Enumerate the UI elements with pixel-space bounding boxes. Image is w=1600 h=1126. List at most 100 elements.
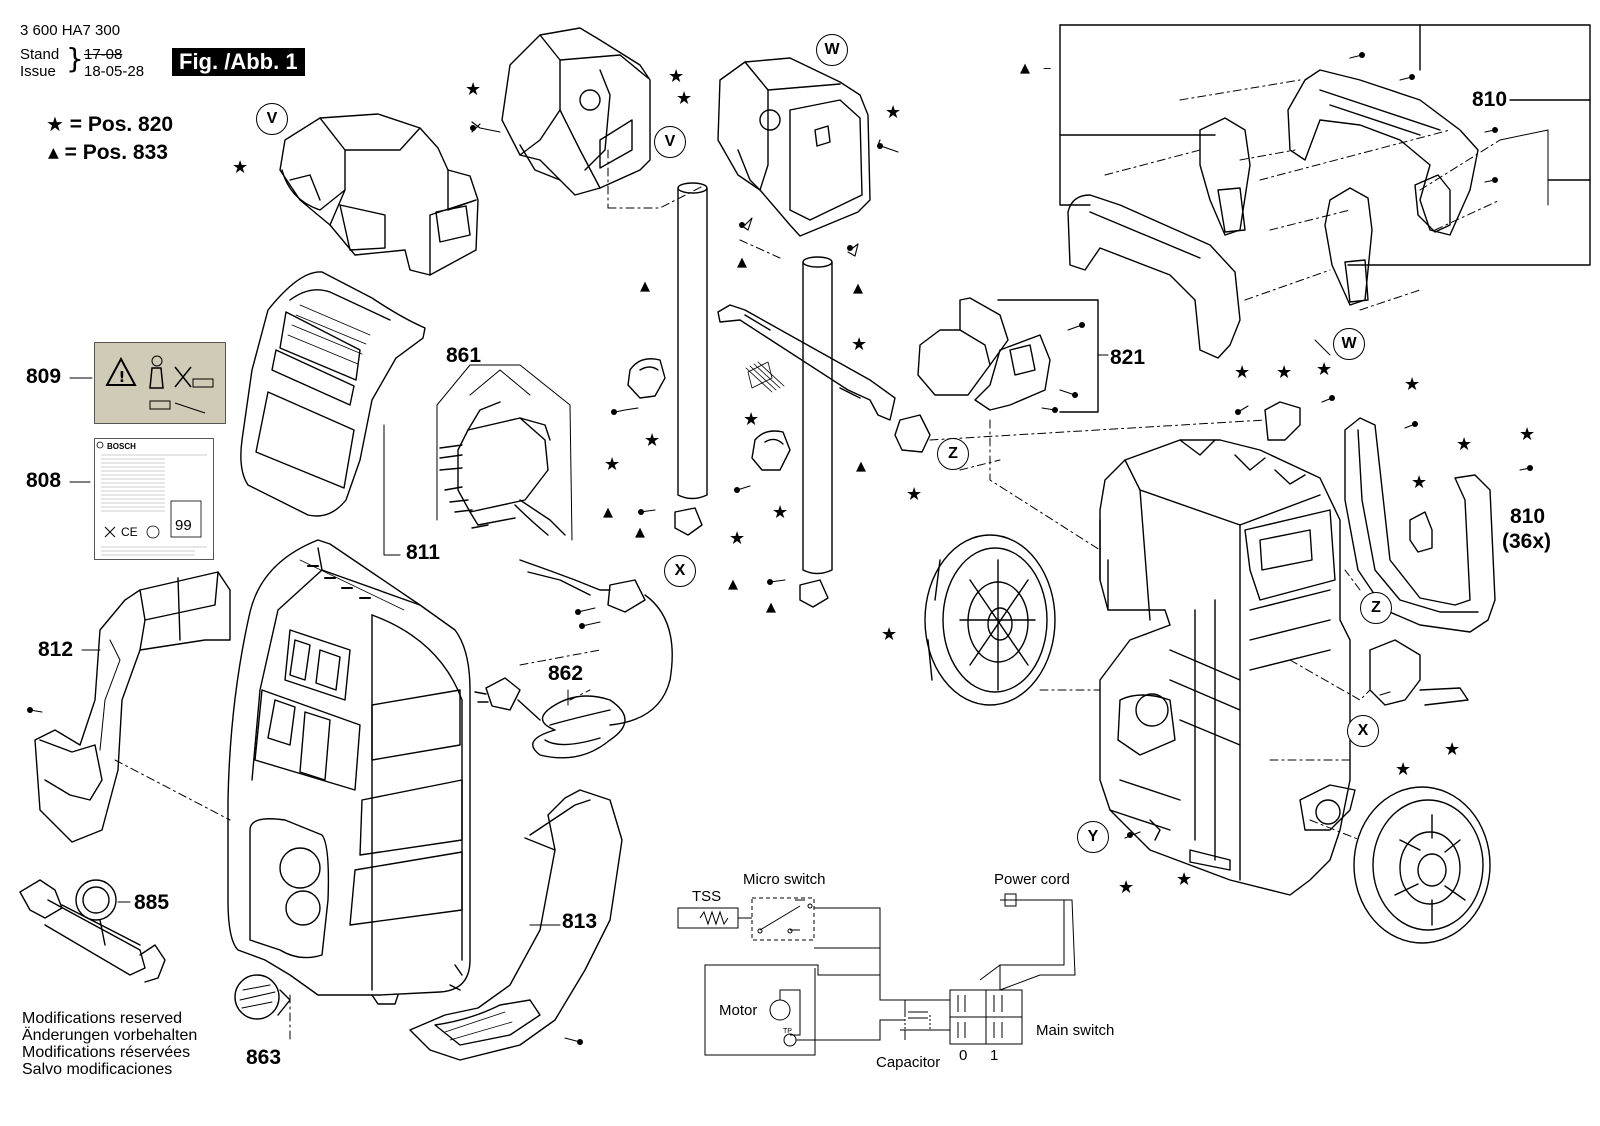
issue-label: Issue bbox=[20, 63, 56, 80]
svg-text:▲: ▲ bbox=[766, 600, 776, 615]
callout-y: Y bbox=[1077, 821, 1109, 853]
part-number-885: 885 bbox=[134, 891, 170, 914]
svg-text:★: ★ bbox=[1404, 374, 1420, 395]
callout-x-cord: X bbox=[664, 555, 696, 587]
svg-text:★: ★ bbox=[232, 157, 248, 178]
part-number-809: 809 bbox=[26, 365, 62, 388]
svg-text:★: ★ bbox=[1456, 434, 1472, 455]
handle-assembly bbox=[1059, 24, 1591, 359]
part-number-813: 813 bbox=[562, 910, 598, 933]
svg-text:★: ★ bbox=[604, 454, 620, 475]
callout-z-frame: Z bbox=[1360, 592, 1392, 624]
svg-text:★: ★ bbox=[668, 66, 684, 87]
svg-text:★: ★ bbox=[1118, 877, 1134, 898]
svg-text:▲: ▲ bbox=[856, 459, 866, 474]
plate-lines bbox=[96, 441, 207, 556]
svg-text:▲: ▲ bbox=[640, 279, 650, 294]
callout-v-top: V bbox=[256, 103, 288, 135]
svg-text:▲: ▲ bbox=[853, 281, 863, 296]
triangle-icon: ▲ bbox=[48, 145, 59, 161]
sound-level-number: 99 bbox=[175, 517, 192, 534]
wiring-position-0: 0 bbox=[959, 1047, 968, 1064]
star-icon: ★ bbox=[46, 112, 64, 136]
svg-text:★: ★ bbox=[1234, 362, 1250, 383]
svg-text:★: ★ bbox=[1176, 869, 1192, 890]
stand-value: 17-08 bbox=[84, 46, 123, 63]
screw-heads bbox=[27, 52, 1533, 1045]
lance-885 bbox=[19, 879, 166, 983]
base-cover-813 bbox=[409, 789, 623, 1061]
callout-x-chassis: X bbox=[1347, 715, 1379, 747]
legend-triangle: ▲ = Pos. 833 bbox=[48, 141, 168, 165]
chassis bbox=[1099, 439, 1356, 896]
hood-811 bbox=[240, 271, 426, 517]
part-number-821: 821 bbox=[1110, 346, 1146, 369]
svg-text:▲: ▲ bbox=[603, 505, 613, 520]
screws bbox=[29, 54, 1531, 1043]
svg-text:!: ! bbox=[119, 368, 126, 386]
wiring-diagram bbox=[677, 893, 1076, 1056]
housing-left bbox=[501, 27, 651, 196]
part-number-810-quantity: (36x) bbox=[1502, 530, 1552, 553]
svg-text:▲: ▲ bbox=[635, 525, 645, 540]
svg-text:▲: ▲ bbox=[728, 577, 738, 592]
warning-sticker-809: ! bbox=[94, 342, 226, 424]
svg-text:★: ★ bbox=[743, 409, 759, 430]
front-cover bbox=[227, 539, 471, 1005]
svg-text:★: ★ bbox=[676, 88, 692, 109]
footer-line-1: Modifications reserved bbox=[22, 1010, 183, 1027]
rail bbox=[717, 304, 896, 421]
knob-863 bbox=[234, 974, 291, 1020]
figure-label: Fig. /Abb. 1 bbox=[172, 48, 305, 76]
svg-text:★: ★ bbox=[772, 502, 788, 523]
callout-z-clip: Z bbox=[937, 438, 969, 470]
warning-triangle-icon: ! bbox=[105, 355, 214, 414]
position-markers: ★ ★ ★ ★ ★ ★ ★ ★ ★ ★ ★ ★ ★ ★ ★ ★ ★ ★ ★ ★ … bbox=[232, 61, 1535, 898]
brand-text: BOSCH bbox=[107, 442, 136, 451]
svg-text:▲: ▲ bbox=[1020, 61, 1030, 76]
ce-mark: CE bbox=[121, 525, 138, 539]
clips bbox=[627, 358, 931, 608]
footer-line-2: Änderungen vorbehalten bbox=[22, 1027, 198, 1044]
part-number-811: 811 bbox=[406, 541, 440, 564]
svg-text:‒: ‒ bbox=[1043, 61, 1051, 76]
svg-text:★: ★ bbox=[1276, 362, 1292, 383]
doc-number: 3 600 HA7 300 bbox=[20, 22, 121, 39]
tubes bbox=[677, 182, 833, 575]
wiring-capacitor: Capacitor bbox=[876, 1054, 941, 1071]
svg-text:★: ★ bbox=[1519, 424, 1535, 445]
stand-label: Stand bbox=[20, 46, 60, 63]
callout-v-housing: V bbox=[654, 126, 686, 158]
module-861 bbox=[439, 401, 566, 536]
part-number-810-side: 810 bbox=[1510, 505, 1546, 528]
legend-star: ★ = Pos. 820 bbox=[46, 112, 173, 137]
part-number-862: 862 bbox=[548, 662, 584, 685]
callout-w-handle: W bbox=[1333, 328, 1365, 360]
housing-right bbox=[717, 57, 871, 237]
part-number-812: 812 bbox=[38, 638, 74, 661]
svg-text:★: ★ bbox=[906, 484, 922, 505]
wiring-tss: TSS bbox=[692, 888, 722, 905]
svg-text:★: ★ bbox=[1316, 359, 1332, 380]
legend-star-text: = Pos. 820 bbox=[69, 113, 174, 136]
bracket-821 bbox=[917, 297, 1099, 413]
wiring-main-switch: Main switch bbox=[1036, 1022, 1115, 1039]
issue-value: 18-05-28 bbox=[84, 63, 145, 80]
wiring-micro-switch: Micro switch bbox=[743, 871, 826, 888]
footer-line-3: Modifications réservées bbox=[22, 1044, 191, 1061]
brace-icon: } bbox=[66, 42, 84, 75]
cord-862 bbox=[474, 559, 673, 759]
footer-line-4: Salvo modificaciones bbox=[22, 1061, 173, 1078]
svg-text:★: ★ bbox=[1411, 472, 1427, 493]
wheel-left bbox=[924, 534, 1056, 706]
svg-text:★: ★ bbox=[885, 102, 901, 123]
side-guard-812 bbox=[34, 571, 231, 843]
leader-lines bbox=[69, 129, 1549, 926]
bracket-v bbox=[279, 113, 479, 276]
callout-w-housing: W bbox=[816, 34, 848, 66]
svg-text:★: ★ bbox=[644, 430, 660, 451]
part-number-863: 863 bbox=[246, 1046, 282, 1069]
wheel-right bbox=[1353, 786, 1491, 944]
legend-triangle-text: = Pos. 833 bbox=[64, 141, 168, 164]
